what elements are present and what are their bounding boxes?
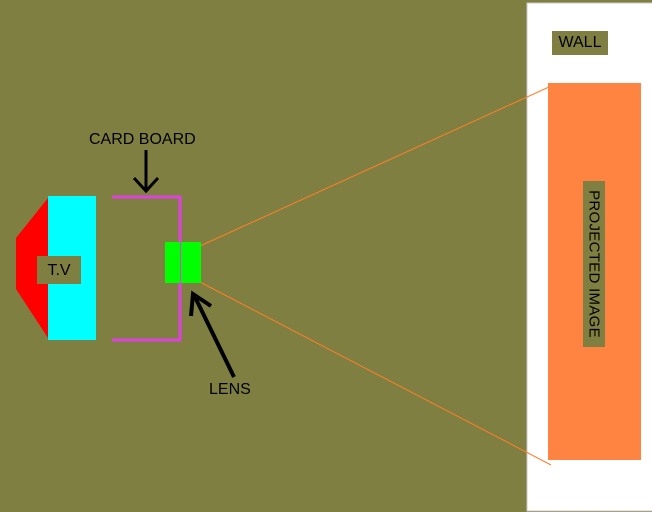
tv-back	[16, 198, 48, 338]
lens-arrow-head	[189, 290, 213, 317]
tv-label: T.V	[37, 256, 81, 284]
lens-arrow-shaft	[193, 296, 236, 378]
lens-label: LENS	[209, 381, 251, 398]
cardboard-label: CARD BOARD	[89, 131, 196, 148]
lens-left	[165, 242, 180, 283]
light-ray-upper	[199, 86, 550, 247]
wall-label: WALL	[552, 31, 608, 55]
light-ray-lower	[199, 281, 552, 466]
cardboard-arrow-head	[132, 176, 160, 194]
lens-right	[181, 242, 201, 283]
projected-image-label-box: PROJECTED IMAGE	[583, 181, 605, 347]
projected-image-label: PROJECTED IMAGE	[585, 190, 603, 338]
